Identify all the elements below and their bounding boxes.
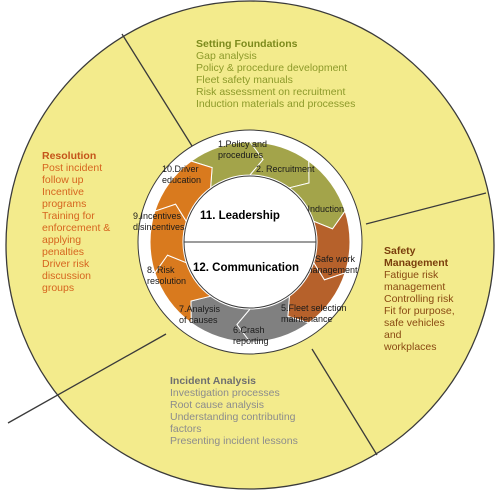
cycle-segment-10	[154, 160, 213, 223]
resolution-line: programs	[42, 198, 87, 210]
safety-management-title: Safety	[384, 245, 416, 257]
incident-analysis-title: Incident Analysis	[170, 375, 256, 387]
safety-line: safe vehicles	[384, 317, 445, 329]
incident-line: Root cause analysis	[170, 399, 264, 411]
center-leadership-label: 11. Leadership	[200, 210, 280, 222]
setting-foundations-title: Setting Foundations	[196, 38, 298, 50]
resolution-line: Training for	[42, 210, 95, 222]
setting-line: Policy & procedure development	[196, 62, 348, 74]
incident-line: Understanding contributing	[170, 411, 296, 423]
resolution-line: Incentive	[42, 186, 85, 198]
center-communication-label: 12. Communication	[193, 262, 299, 274]
cycle-segment-label-2: 2. Recruitment	[256, 164, 315, 174]
cycle-segments	[149, 141, 351, 343]
incident-line: Investigation processes	[170, 387, 280, 399]
incident-analysis-block: Incident Analysis Investigation processe…	[170, 375, 298, 447]
resolution-title: Resolution	[42, 150, 97, 162]
resolution-line: groups	[42, 282, 75, 294]
safety-line: Controlling risk	[384, 293, 454, 305]
setting-line: Gap analysis	[196, 50, 257, 62]
cycle-segment-label-3: 3.Induction	[300, 204, 344, 214]
resolution-line: enforcement &	[42, 222, 111, 234]
safety-line: Fatigue risk	[384, 269, 439, 281]
safety-management-title: Management	[384, 257, 449, 269]
resolution-line: Post incident	[42, 162, 103, 174]
divider-line-right	[365, 192, 487, 225]
resolution-line: penalties	[42, 246, 85, 258]
divider-line-bottom-right	[311, 348, 378, 456]
incident-line: factors	[170, 423, 202, 435]
setting-line: Risk assessment on recruitment	[196, 86, 346, 98]
resolution-block: Resolution Post incident follow up Incen…	[42, 150, 110, 294]
safety-management-block: Safety Management Fatigue risk managemen…	[384, 245, 455, 353]
divider-line-bottom-left	[7, 333, 167, 424]
safety-line: and	[384, 329, 402, 341]
setting-line: Fleet safety manuals	[196, 74, 293, 86]
divider-line-top-left	[121, 33, 193, 147]
resolution-line: follow up	[42, 174, 84, 186]
safety-line: Fit for purpose,	[384, 305, 455, 317]
setting-line: Induction materials and processes	[196, 98, 356, 110]
resolution-line: applying	[42, 234, 82, 246]
safety-line: management	[384, 281, 446, 293]
setting-foundations-block: Setting Foundations Gap analysis Policy …	[196, 38, 355, 110]
safety-line: workplaces	[384, 341, 437, 353]
resolution-line: discussion	[42, 270, 92, 282]
incident-line: Presenting incident lessons	[170, 435, 298, 447]
resolution-line: Driver risk	[42, 258, 90, 270]
